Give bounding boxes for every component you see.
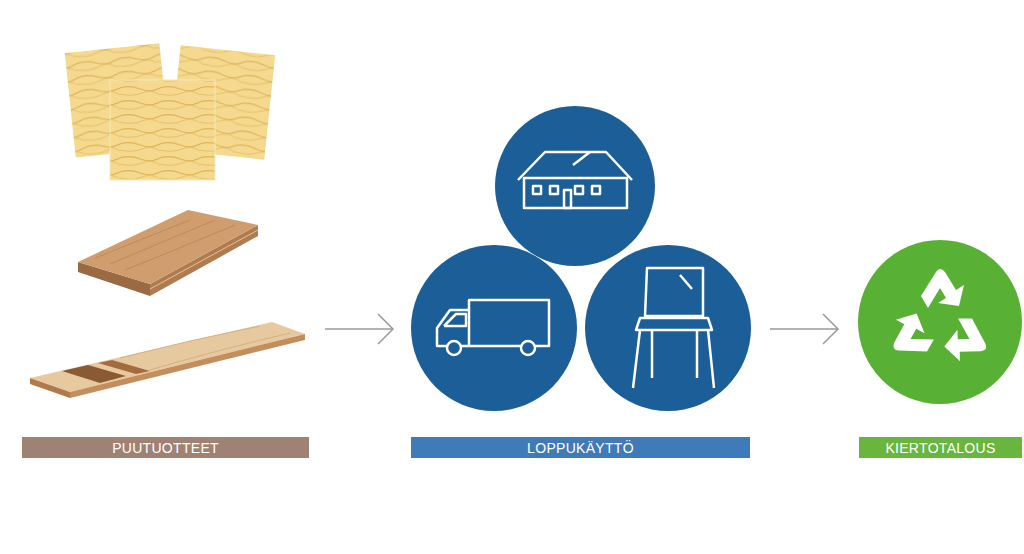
house-icon bbox=[518, 152, 632, 208]
usage-circle bbox=[585, 245, 751, 411]
usage-circle bbox=[411, 245, 577, 411]
stage-band: LOPPUKÄYTTÖ bbox=[411, 437, 750, 458]
recycle-circle bbox=[858, 240, 1022, 404]
stage-label: KIERTOTALOUS bbox=[885, 441, 995, 455]
wood-planks bbox=[30, 322, 305, 398]
flow-arrows bbox=[325, 314, 838, 344]
recycle-icon bbox=[882, 269, 995, 369]
wood-panels bbox=[65, 43, 275, 180]
stage-label: PUUTUOTTEET bbox=[112, 441, 219, 455]
wood-board bbox=[78, 210, 258, 296]
stage-label: LOPPUKÄYTTÖ bbox=[527, 441, 634, 455]
chair-icon bbox=[633, 268, 714, 388]
truck-icon bbox=[437, 300, 549, 355]
stage-band: KIERTOTALOUS bbox=[859, 437, 1022, 458]
stage-band: PUUTUOTTEET bbox=[22, 437, 309, 458]
usage-circle bbox=[495, 106, 655, 266]
